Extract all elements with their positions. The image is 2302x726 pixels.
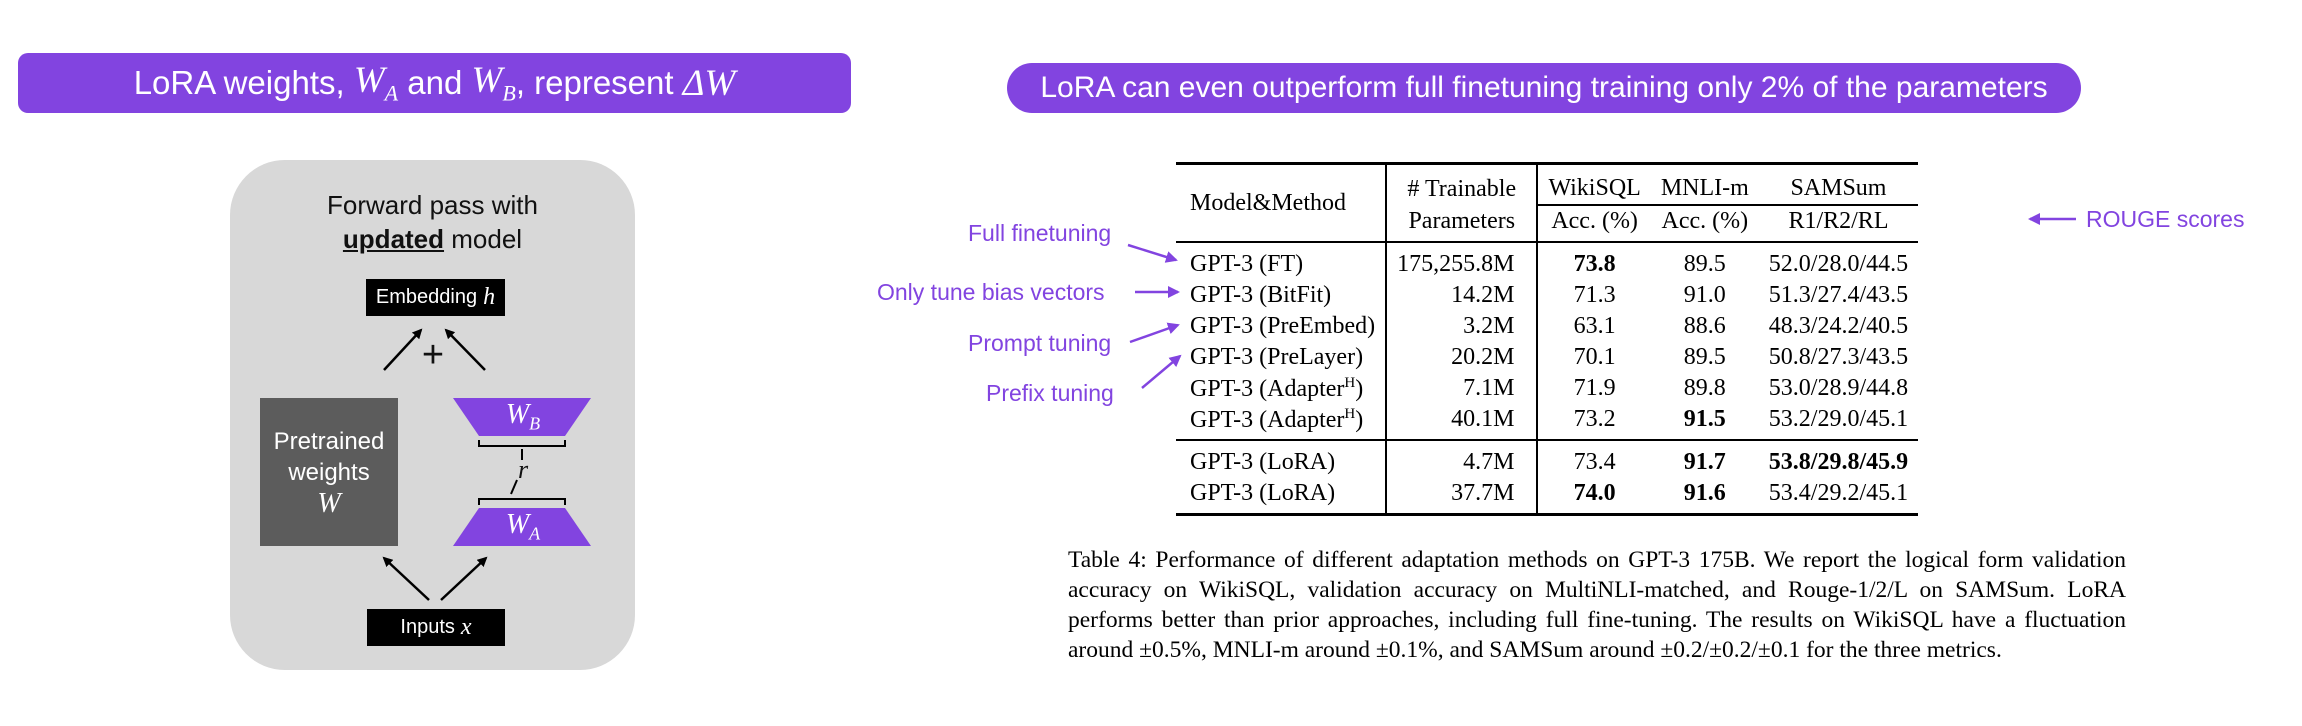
wa-symbol: WA xyxy=(353,60,399,106)
arrow-full-finetuning xyxy=(1127,243,1178,263)
arrow-pretrained-to-sum xyxy=(383,328,423,371)
header-samsum: SAMSum xyxy=(1758,162,1919,205)
arrow-prefix-tuning xyxy=(1141,354,1182,389)
annotation-prefix-tuning: Prefix tuning xyxy=(986,380,1114,406)
delta-w-symbol: ΔW xyxy=(682,62,736,104)
table-row: GPT-3 (FT) 175,255.8M 73.8 89.5 52.0/28.… xyxy=(1176,242,1918,280)
left-title-mid: and xyxy=(398,64,472,101)
rank-label: r xyxy=(517,455,529,484)
table-row: GPT-3 (PreLayer) 20.2M 70.1 89.5 50.8/27… xyxy=(1176,342,1918,373)
wb-symbol: WB xyxy=(471,60,516,106)
header-mnli-acc: Acc. (%) xyxy=(1650,204,1759,243)
plus-sign: + xyxy=(421,334,445,376)
wa-trapezoid xyxy=(453,508,591,546)
table-header-row-2: Parameters Acc. (%) Acc. (%) R1/R2/RL xyxy=(1176,204,1919,243)
table-caption: Table 4: Performance of different adapta… xyxy=(1068,547,2126,663)
table-header-row: Model&Method # Trainable WikiSQL MNLI-m … xyxy=(1176,162,1919,243)
annotation-full-finetuning: Full finetuning xyxy=(968,220,1112,246)
arrow-lora-to-sum xyxy=(444,328,486,371)
header-wikisql: WikiSQL xyxy=(1536,162,1651,205)
table-row: GPT-3 (LoRA) 4.7M 73.4 91.7 53.8/29.8/45… xyxy=(1176,440,1918,478)
rank-connector-2 xyxy=(510,479,518,495)
annotation-bias-vectors: Only tune bias vectors xyxy=(877,279,1105,305)
wb-trapezoid xyxy=(453,398,591,436)
header-mnli: MNLI-m xyxy=(1650,162,1759,205)
header-trainable: # Trainable xyxy=(1385,162,1538,205)
results-table: Model&Method # Trainable WikiSQL MNLI-m … xyxy=(1176,162,1919,516)
header-model-method: Model&Method xyxy=(1176,162,1387,243)
header-samsum-metrics: R1/R2/RL xyxy=(1758,204,1919,243)
pretrained-weights-box: Pretrained weights W xyxy=(260,398,398,546)
wb-label: WB xyxy=(505,399,541,434)
table-row: GPT-3 (AdapterH) 40.1M 73.2 91.5 53.2/29… xyxy=(1176,404,1919,441)
header-wikisql-acc: Acc. (%) xyxy=(1536,204,1651,243)
header-parameters: Parameters xyxy=(1385,205,1538,243)
arrow-prompt-tuning xyxy=(1129,322,1180,344)
left-title-banner: LoRA weights, WA and WB, represent ΔW xyxy=(18,53,851,113)
annotation-rouge-scores: ROUGE scores xyxy=(2086,206,2245,232)
right-title-banner: LoRA can even outperform full finetuning… xyxy=(1007,63,2081,113)
left-title-suffix: , represent xyxy=(515,64,683,101)
diagram-heading: Forward pass with updated model xyxy=(327,190,538,254)
table-row: GPT-3 (LoRA) 37.7M 74.0 91.6 53.4/29.2/4… xyxy=(1176,478,1919,516)
wa-label: WA xyxy=(505,509,541,544)
table-row: GPT-3 (AdapterH) 7.1M 71.9 89.8 53.0/28.… xyxy=(1176,373,1918,404)
rank-bracket-top xyxy=(478,440,566,447)
arrow-inputs-to-wa xyxy=(440,556,488,601)
table-row: GPT-3 (PreEmbed) 3.2M 63.1 88.6 48.3/24.… xyxy=(1176,311,1918,342)
rank-bracket-bottom xyxy=(478,498,566,505)
left-title-prefix: LoRA weights, xyxy=(133,64,345,101)
table-row: GPT-3 (BitFit) 14.2M 71.3 91.0 51.3/27.4… xyxy=(1176,280,1918,311)
arrow-inputs-to-pretrained xyxy=(382,556,430,601)
annotation-prompt-tuning: Prompt tuning xyxy=(968,330,1112,356)
